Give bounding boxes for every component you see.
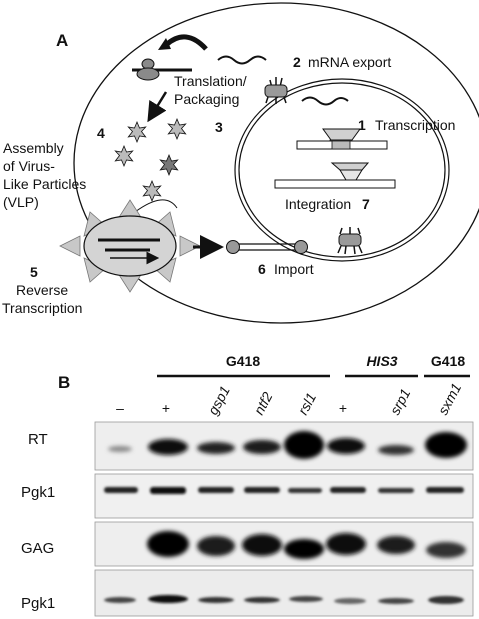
vlp-small-icon: [167, 117, 187, 141]
step-1-label: Transcription: [375, 117, 455, 133]
blot-gag: [94, 521, 474, 567]
lane-label: gsp1: [205, 383, 233, 417]
row-label-pgk1-1: Pgk1: [21, 484, 55, 501]
transcription-dna-icon: [296, 128, 388, 150]
row-label-rt: RT: [28, 431, 48, 448]
step-4-line1: Assembly: [3, 140, 64, 156]
lane-label: +: [162, 400, 170, 416]
nuclear-pore-top-icon: [264, 77, 288, 104]
panel-a-label: A: [56, 31, 68, 50]
step-3-line2: Packaging: [174, 91, 239, 107]
step-7-label: Integration: [285, 196, 351, 212]
step-3-line1: Translation/: [174, 73, 247, 89]
step-5-line1: Reverse: [16, 282, 68, 298]
cell-membrane: [73, 2, 479, 324]
nuclear-envelope-outer: [234, 78, 450, 262]
step-6-label: Import: [274, 261, 314, 277]
lane-label: +: [339, 400, 347, 416]
vlp-small-icon: [114, 144, 134, 168]
vlp-cluster: [114, 117, 187, 213]
row-label-pgk1-2: Pgk1: [21, 595, 55, 612]
group-label-g418-1: G418: [226, 353, 260, 369]
blot-pgk1-2: [94, 569, 474, 617]
step-2-number: 2: [293, 54, 301, 70]
preintegration-complex-icon: [226, 240, 308, 254]
integration-dna-icon: [274, 162, 396, 189]
step-4-line2: of Virus-: [3, 158, 55, 174]
panel-b-label: B: [58, 373, 70, 392]
packaging-arrow-icon: [147, 91, 168, 123]
lane-label: ntf2: [251, 389, 276, 417]
vlp-connector: [134, 199, 178, 213]
mrna-strand-nucleus: [301, 96, 349, 106]
blot-pgk1-1: [94, 473, 474, 519]
step-7-number: 7: [362, 196, 370, 212]
nuclear-pore-bottom-icon: [337, 227, 363, 255]
lane-label: srp1: [387, 386, 414, 418]
blot-rt: [94, 421, 474, 471]
step-4-line3: Like Particles: [3, 176, 86, 192]
step-5-number: 5: [30, 264, 38, 280]
step-2-label: mRNA export: [308, 54, 391, 70]
step-3-number: 3: [215, 119, 223, 135]
step-4-number: 4: [97, 125, 105, 141]
vlp-small-icon: [142, 179, 162, 203]
step-4-line4: (VLP): [3, 194, 39, 210]
lane-label: rsl1: [295, 390, 320, 417]
step-6-number: 6: [258, 261, 266, 277]
mrna-strand-cytoplasm: [217, 55, 267, 65]
row-label-gag: GAG: [21, 540, 54, 557]
curved-arrowhead-icon: [158, 38, 171, 50]
group-label-g418-2: G418: [431, 353, 465, 369]
nuclear-envelope-inner: [238, 82, 446, 258]
step-1-number: 1: [358, 117, 366, 133]
group-label-his3: HIS3: [366, 353, 397, 369]
curved-arrow-icon: [164, 34, 208, 51]
vlp-small-icon: [159, 153, 179, 177]
step-5-line2: Transcription: [2, 300, 82, 316]
vlp-large-icon: [59, 199, 201, 293]
lane-label: sxm1: [435, 380, 465, 417]
ribosome-icon: [132, 58, 192, 81]
lane-label: –: [116, 400, 124, 416]
vlp-small-icon: [127, 120, 147, 144]
